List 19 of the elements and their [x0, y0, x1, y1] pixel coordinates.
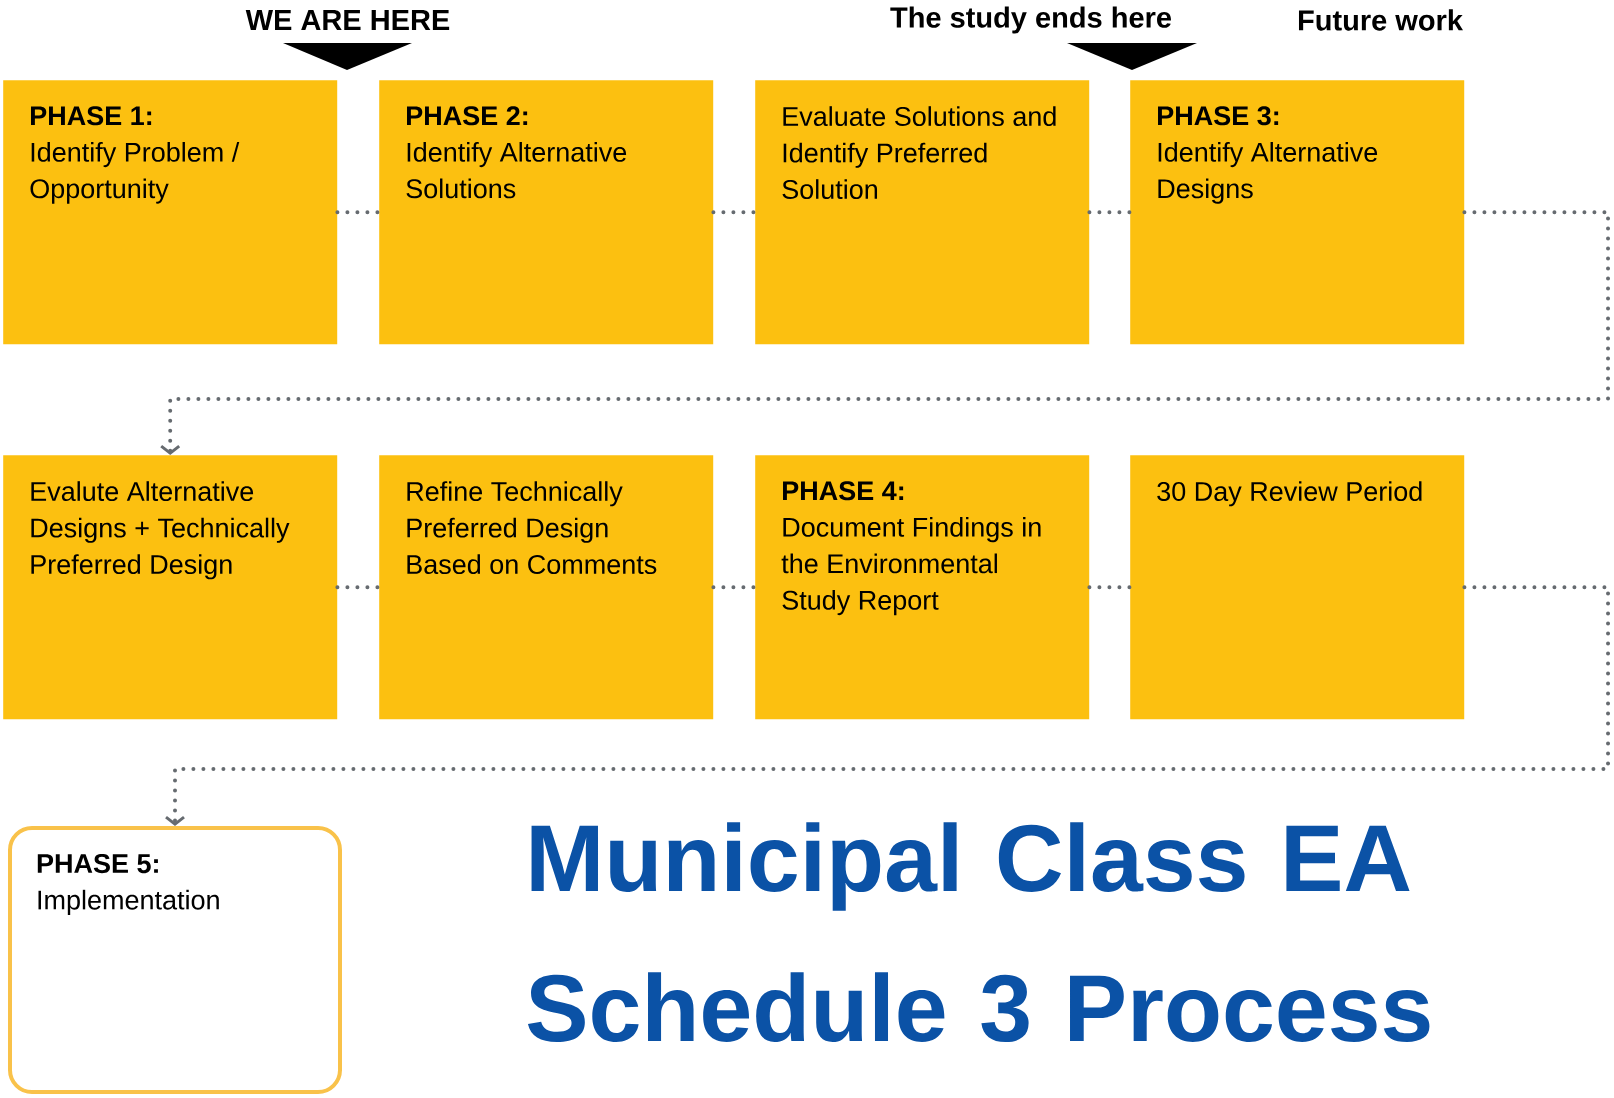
- dotted-connector: [335, 585, 381, 590]
- dotted-connector: [160, 210, 1610, 455]
- dotted-connector: [711, 585, 757, 590]
- process-box: Evaluate Solutions and Identify Preferred Solution: [755, 80, 1090, 345]
- dotted-connector: [1087, 585, 1132, 590]
- title: Municipal Class EA Schedule 3 Process: [527, 822, 1430, 1043]
- process-box: PHASE 4: Document Findings in the Environmental Study Report: [755, 455, 1090, 720]
- dotted-connector: [335, 210, 381, 215]
- process-box: 30 Day Review Period: [1130, 455, 1465, 720]
- process-box: Refine Technically Preferred Design Based on Comments: [379, 455, 714, 720]
- process-box: PHASE 5: Implementation: [8, 826, 342, 1094]
- process-box: PHASE 1: Identify Problem / Opportunity: [3, 80, 338, 345]
- dotted-connector: [711, 210, 757, 215]
- process-box: PHASE 2: Identify Alternative Solutions: [379, 80, 714, 345]
- process-box: Evalute Alternative Designs + Technically Preferred Design: [3, 455, 338, 720]
- header-label: Future work: [1299, 9, 1463, 31]
- process-box: PHASE 3: Identify Alternative Designs: [1130, 80, 1465, 345]
- dotted-connector: [1087, 210, 1132, 215]
- dotted-connector: [165, 585, 1610, 826]
